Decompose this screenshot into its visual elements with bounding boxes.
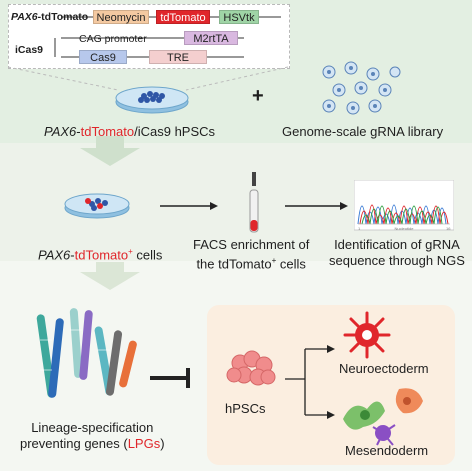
branch-arrows [285, 345, 335, 419]
hpsc-cluster-icon [226, 350, 276, 386]
gene-hsvtk: HSVtk [219, 10, 259, 24]
differentiation-panel: hPSCs Neuroectoderm [207, 305, 455, 465]
hpscs-label: hPSCs [225, 401, 266, 416]
chromosomes-icon [36, 308, 137, 398]
gene-tdtomato: tdTomato [156, 10, 210, 24]
mesendoderm-icon [343, 388, 423, 446]
neuroectoderm-icon [343, 311, 391, 359]
construct-panel: PAX6-tdTomato Neomycin tdTomato HSVtk iC… [8, 4, 290, 69]
ngs-tick-right: 16 [446, 226, 451, 231]
gene-tre: TRE [149, 50, 207, 64]
gene-neomycin: Neomycin [93, 10, 149, 24]
grna-library-icon [322, 61, 401, 115]
ngs-axis-label: Nucleotide [395, 226, 415, 231]
ngs-chromatogram: 1 Nucleotide 16 [354, 180, 454, 231]
construct-title: PAX6-tdTomato [11, 11, 89, 23]
gene-m2rtta: M2rtTA [184, 31, 238, 45]
down-arrow-2 [80, 262, 140, 290]
plus-sign: + [252, 85, 264, 107]
tdtomato-cells-label: PAX6-tdTomato+ cells [38, 247, 163, 263]
hpsc-label: PAX6-tdTomato/iCas9 hPSCs [44, 124, 216, 139]
ngs-tick-left: 1 [358, 226, 361, 231]
facs-tube-icon [249, 172, 259, 233]
icas9-label: iCas9 [15, 44, 44, 56]
petri-dish-sorted [64, 193, 130, 219]
cag-promoter-label: CAG promoter [79, 33, 147, 45]
gene-cas9: Cas9 [79, 50, 127, 64]
library-label: Genome-scale gRNA library [282, 124, 444, 139]
down-arrow-1 [80, 136, 140, 166]
mesendoderm-label: Mesendoderm [345, 443, 429, 458]
petri-dish-hpsc [115, 86, 189, 114]
neuroectoderm-label: Neuroectoderm [339, 361, 429, 376]
